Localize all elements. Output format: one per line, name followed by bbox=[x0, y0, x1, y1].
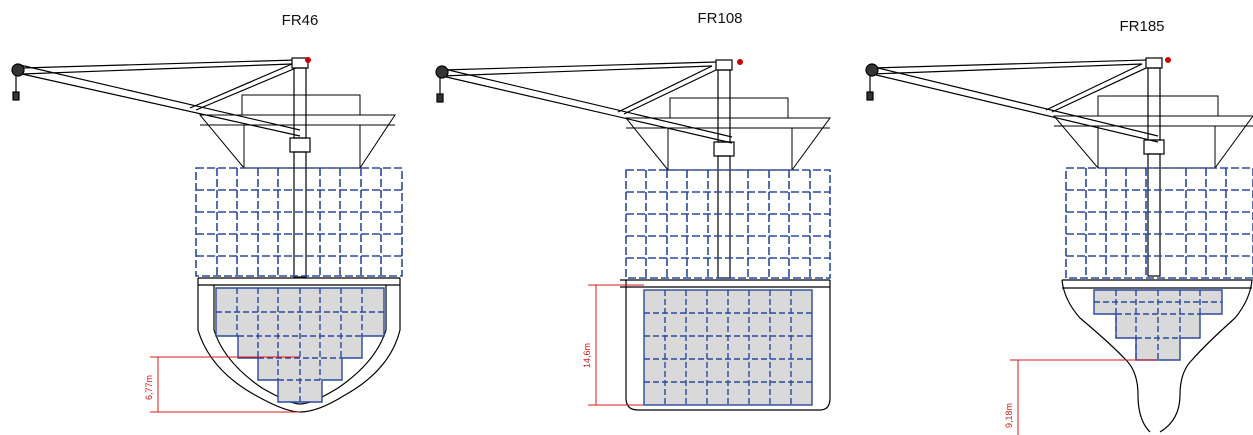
section-fr108: FR108 bbox=[420, 0, 840, 435]
section-title: FR46 bbox=[281, 12, 319, 29]
superstructure bbox=[624, 97, 831, 171]
hold-containers bbox=[643, 289, 813, 406]
section-fr46: FR46 bbox=[0, 0, 420, 435]
hold-containers bbox=[215, 287, 385, 403]
deck-containers bbox=[195, 167, 403, 277]
hull bbox=[620, 279, 831, 411]
hold-containers bbox=[1093, 289, 1223, 361]
deck-containers bbox=[625, 169, 831, 279]
superstructure bbox=[198, 94, 396, 169]
cross-section-drawing: 9,18m bbox=[865, 57, 1253, 435]
section-fr185: FR185 bbox=[840, 0, 1253, 435]
draft-dimension bbox=[588, 284, 644, 406]
dimension-label: 9,18m bbox=[1004, 403, 1014, 428]
dimension-label: 6,77m bbox=[144, 375, 154, 400]
crane bbox=[435, 59, 743, 279]
deck-containers bbox=[1065, 167, 1253, 279]
section-title: FR185 bbox=[1119, 18, 1165, 35]
dimension-label: 14,6m bbox=[582, 343, 592, 368]
cross-section-drawing: 14,6m bbox=[435, 59, 831, 411]
crane bbox=[865, 57, 1171, 277]
superstructure bbox=[1052, 95, 1253, 169]
draft-dimension bbox=[150, 356, 300, 413]
crane bbox=[11, 57, 311, 278]
cross-section-drawing: 6,77m bbox=[11, 57, 403, 413]
draft-dimension bbox=[1010, 359, 1158, 435]
section-title: FR108 bbox=[697, 10, 743, 27]
